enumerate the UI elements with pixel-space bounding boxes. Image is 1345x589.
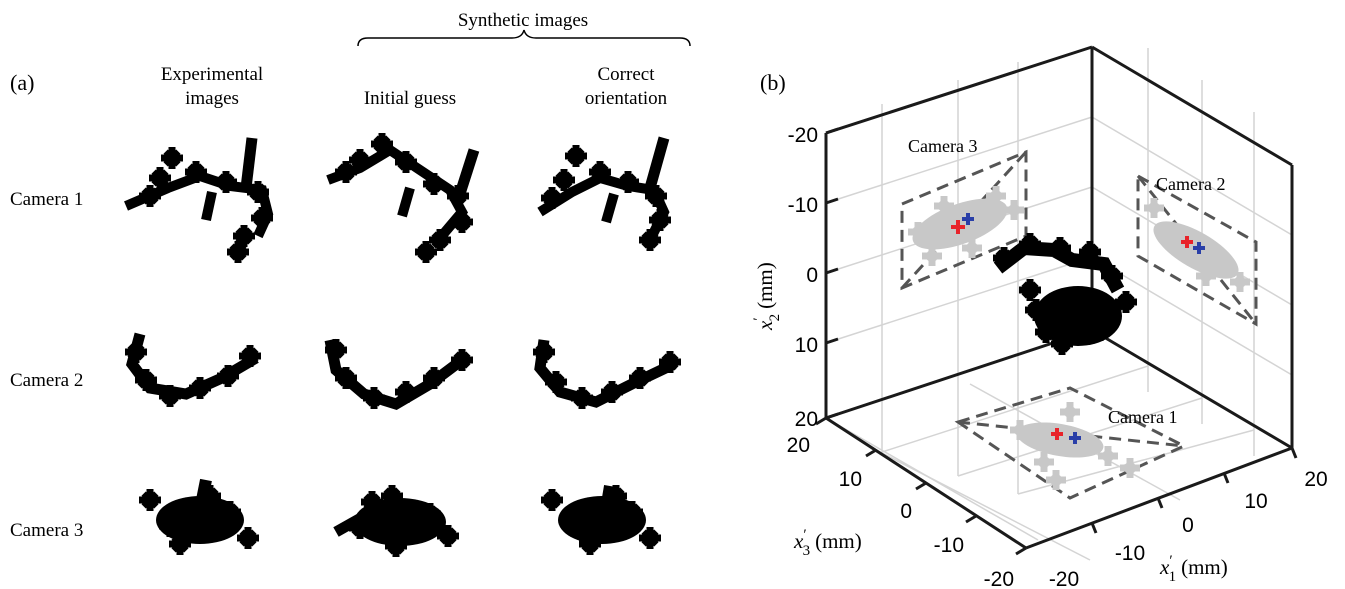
marker-red-camera-2 <box>1181 236 1193 248</box>
silhouette-cam1-correct <box>537 136 671 251</box>
x1-tick-label: 0 <box>1182 514 1194 537</box>
x3-tick-label: 10 <box>839 468 862 491</box>
x3-axis-sub: 3 <box>803 543 811 559</box>
svg-text:x′3(mm): x′3(mm) <box>793 527 862 559</box>
x3-tick-label: 0 <box>900 500 912 523</box>
row-label-camera-3: Camera 3 <box>10 520 83 541</box>
x2-axis-var: x <box>753 320 777 331</box>
marker-blue-camera-2 <box>1193 242 1205 254</box>
silhouette-cam2-experimental <box>125 332 261 407</box>
silhouette-cam1-initial-guess <box>326 133 480 263</box>
projection-label-camera-2: Camera 2 <box>1156 174 1225 194</box>
marker-blue-camera-1 <box>1069 432 1081 444</box>
x3-tick-label: -10 <box>934 534 964 557</box>
silhouette-cam3-initial-guess <box>333 485 459 557</box>
x3-tick-label: -20 <box>984 568 1014 589</box>
tick-marks <box>815 127 1298 556</box>
column-header-correct-2: orientation <box>585 88 668 109</box>
synthetic-group-header: Synthetic images <box>458 10 588 31</box>
column-header-correct-1: Correct <box>598 64 656 85</box>
x2-axis-label: x′2(mm) <box>751 262 783 331</box>
marker-red-camera-3 <box>951 220 965 234</box>
column-header-experimental-2: images <box>185 88 239 109</box>
silhouette-cam3-experimental <box>139 478 259 555</box>
panel-a-label: (a) <box>10 70 34 95</box>
svg-text:x′2(mm): x′2(mm) <box>751 262 783 331</box>
column-header-initial-guess: Initial guess <box>364 88 456 109</box>
row-label-camera-1: Camera 1 <box>10 189 83 210</box>
synthetic-group-brace <box>357 29 691 47</box>
column-header-experimental-1: Experimental <box>161 64 263 85</box>
silhouette-cam3-correct <box>541 485 661 555</box>
projection-camera-1: Camera 1 <box>954 386 1188 500</box>
x1-axis-unit: (mm) <box>1181 555 1228 579</box>
silhouette-cam2-initial-guess <box>324 338 473 410</box>
marker-blue-camera-3 <box>962 213 974 225</box>
x2-tick-label: -10 <box>788 194 818 217</box>
x2-tick-label: 20 <box>795 408 818 431</box>
silhouette-cam1-experimental <box>124 137 274 263</box>
x2-tick-label: -20 <box>788 124 818 147</box>
projection-camera-2: Camera 2 <box>1136 173 1258 327</box>
x2-axis-unit: (mm) <box>753 262 777 309</box>
silhouette-cam2-correct <box>533 339 681 409</box>
projection-label-camera-3: Camera 3 <box>908 136 977 156</box>
panel-a: (a) Synthetic images Experimental images… <box>10 10 691 557</box>
x1-tick-label: -10 <box>1115 542 1145 565</box>
x2-tick-label: 10 <box>795 334 818 357</box>
row-label-camera-2: Camera 2 <box>10 370 83 391</box>
x1-tick-labels: -20 -10 0 10 20 <box>1049 468 1328 589</box>
x1-axis-var: x <box>1159 555 1170 579</box>
projection-label-camera-1: Camera 1 <box>1108 407 1177 427</box>
marker-red-camera-1 <box>1051 428 1063 440</box>
particle-3d <box>993 233 1137 355</box>
svg-text:x′1(mm): x′1(mm) <box>1159 553 1228 585</box>
x2-tick-labels: -20 -10 0 10 20 <box>788 124 818 431</box>
x2-axis-sub: 2 <box>767 314 783 322</box>
x2-tick-label: 0 <box>806 264 818 287</box>
x1-tick-label: 10 <box>1244 490 1267 513</box>
x3-axis-unit: (mm) <box>815 529 862 553</box>
x3-tick-label: 20 <box>787 434 810 457</box>
x3-axis-label: x′3(mm) <box>793 527 862 559</box>
panel-b: (b) <box>751 45 1328 589</box>
x1-tick-label: 20 <box>1304 468 1327 491</box>
x1-tick-label: -20 <box>1049 568 1079 589</box>
panel-b-label: (b) <box>760 70 786 95</box>
x1-axis-label: x′1(mm) <box>1159 553 1228 585</box>
x3-tick-labels: 20 10 0 -10 -20 <box>787 434 1014 589</box>
x1-axis-sub: 1 <box>1169 569 1177 585</box>
x3-axis-var: x <box>793 529 804 553</box>
